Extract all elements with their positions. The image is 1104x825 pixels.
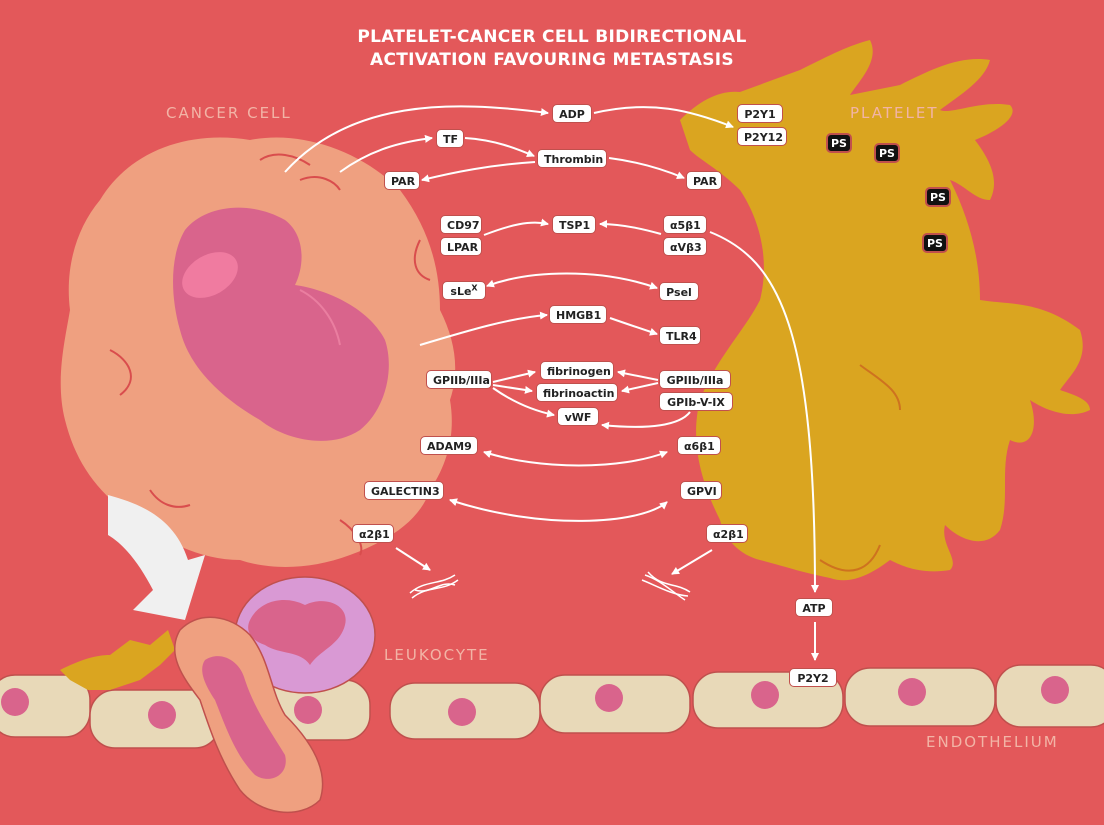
a6b1-box: α6β1	[677, 436, 721, 455]
tsp1-box: TSP1	[552, 215, 596, 234]
gpiib-right-box: GPIIb/IIIa	[659, 370, 731, 389]
title-line-2: ACTIVATION FAVOURING METASTASIS	[370, 50, 734, 70]
par-right-box: PAR	[686, 171, 722, 190]
par-left-box: PAR	[384, 171, 420, 190]
platelet-cell	[680, 40, 1090, 581]
hmgb1-box: HMGB1	[549, 305, 607, 324]
platelet-label: PLATELET	[850, 104, 939, 122]
cancer-cell-label: CANCER CELL	[166, 104, 292, 122]
collagen-fiber-right	[641, 571, 691, 601]
ps-badge-1: PS	[826, 133, 852, 153]
vwf-box: vWF	[557, 407, 599, 426]
tf-box: TF	[436, 129, 464, 148]
interaction-arrows	[284, 105, 819, 661]
migration-arrow	[108, 495, 205, 620]
title-line-1: PLATELET-CANCER CELL BIDIRECTIONAL	[357, 27, 747, 47]
leukocyte-label: LEUKOCYTE	[384, 646, 490, 664]
p2y1-box: P2Y1	[737, 104, 783, 123]
gpiib-left-box: GPIIb/IIIa	[426, 370, 492, 389]
a5b1-box: α5β1	[663, 215, 707, 234]
leukocyte-cell	[234, 576, 376, 694]
ps-badge-4: PS	[922, 233, 948, 253]
slex-box: sLeX	[442, 281, 486, 300]
gpvi-box: GPVI	[680, 481, 722, 500]
p2y2-box: P2Y2	[789, 668, 837, 687]
galectin3-box: GALECTIN3	[364, 481, 444, 500]
a2b1-left-box: α2β1	[352, 524, 394, 543]
ps-badge-3: PS	[925, 187, 951, 207]
atp-box: ATP	[795, 598, 833, 617]
fibrinogen-box: fibrinogen	[540, 361, 614, 380]
p2y12-box: P2Y12	[737, 127, 787, 146]
cd97-box: CD97	[440, 215, 482, 234]
gpib-box: GPIb-V-IX	[659, 392, 733, 411]
a2b1-right-box: α2β1	[706, 524, 748, 543]
adam9-box: ADAM9	[420, 436, 478, 455]
thrombin-box: Thrombin	[537, 149, 607, 168]
fibrinoactin-box: fibrinoactin	[536, 383, 618, 402]
adp-box: ADP	[552, 104, 592, 123]
tlr4-box: TLR4	[659, 326, 701, 345]
ps-badge-2: PS	[874, 143, 900, 163]
avb3-box: αVβ3	[663, 237, 707, 256]
psel-box: Psel	[659, 282, 699, 301]
endothelium-label: ENDOTHELIUM	[926, 733, 1059, 751]
extravasating-cancer-cell	[174, 616, 324, 813]
lpar-box: LPAR	[440, 237, 482, 256]
collagen-fiber-left	[409, 574, 459, 599]
slex-text: sLe	[450, 285, 472, 298]
slex-superscript: X	[471, 283, 478, 293]
